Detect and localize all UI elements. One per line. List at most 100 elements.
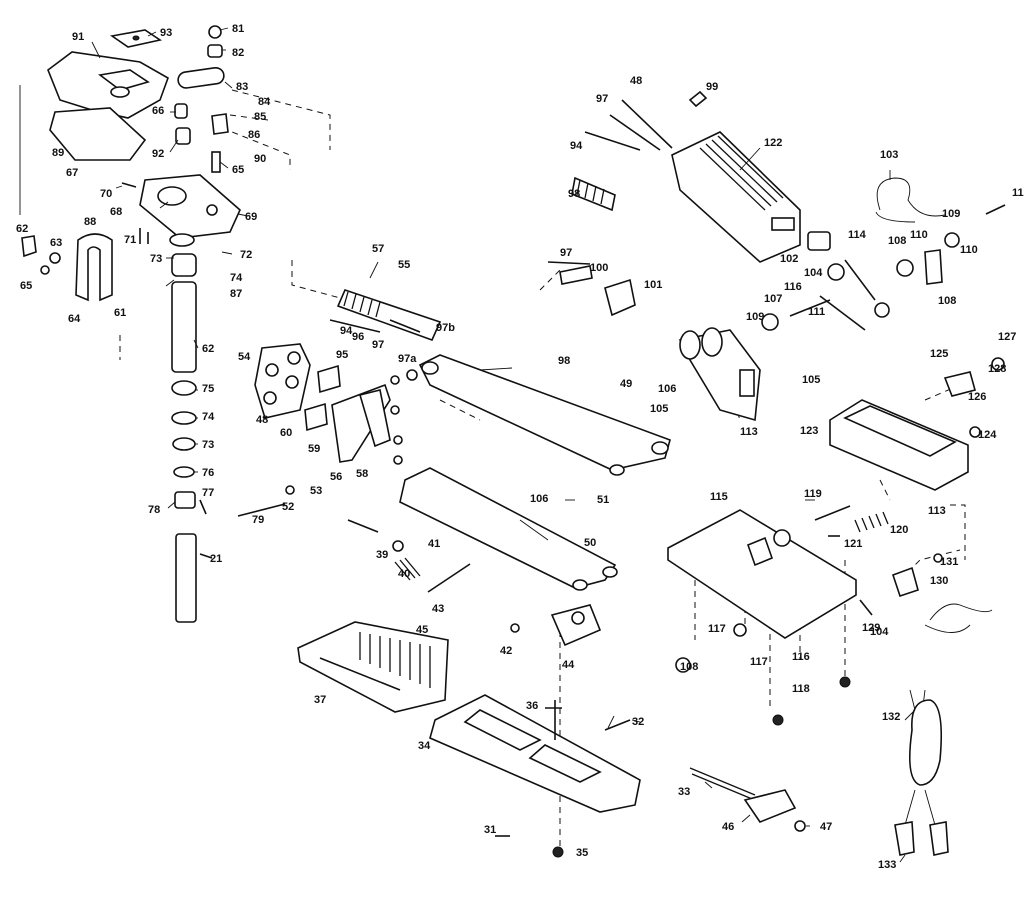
part-callout: 118 (792, 683, 810, 695)
part-callout: 74 (230, 272, 243, 284)
part-callout: 64 (68, 313, 81, 325)
part-callout: 60 (280, 427, 292, 439)
part-callout: 96 (352, 331, 364, 343)
part-callout: 124 (978, 429, 997, 441)
part-callout: 99 (706, 81, 718, 93)
part-callout: 45 (416, 624, 428, 636)
part-callout: 121 (844, 538, 862, 550)
part-callout: 97b (436, 322, 455, 334)
part-callout: 94 (340, 325, 353, 337)
part-callout: 74 (202, 411, 215, 423)
part-callout: 116 (784, 281, 802, 293)
part-callout: 127 (998, 331, 1016, 343)
part-callout: 104 (870, 626, 889, 638)
part-callout: 55 (398, 259, 410, 271)
part-callout: 76 (202, 467, 214, 479)
mount-arm (418, 354, 671, 476)
part-callout: 98 (568, 188, 580, 200)
foot-pedal (829, 357, 1005, 491)
part-callout: 33 (678, 786, 690, 798)
part-callout: 78 (148, 504, 160, 516)
spring-cylinder-assembly (329, 289, 442, 342)
part-callout: 32 (632, 716, 644, 728)
part-callout: 133 (878, 859, 896, 871)
part-callout: 56 (330, 471, 342, 483)
part-callout: 72 (240, 249, 252, 261)
pedal-switch (547, 231, 831, 317)
part-callout: 100 (590, 262, 608, 274)
part-callout: 88 (84, 216, 96, 228)
part-callout: 50 (584, 537, 596, 549)
part-callout: 67 (66, 167, 78, 179)
part-callout: 65 (20, 280, 32, 292)
part-callout: 98 (558, 355, 570, 367)
part-callout: 130 (930, 575, 948, 587)
part-callout: 65 (232, 164, 244, 176)
part-callout: 34 (418, 740, 431, 752)
part-callout: 105 (802, 374, 820, 386)
control-tube-assembly (571, 90, 708, 212)
battery-cable (894, 689, 949, 856)
part-callout: 71 (124, 234, 136, 246)
part-callout: 70 (100, 188, 112, 200)
part-callout: 53 (310, 485, 322, 497)
part-callout: 73 (202, 439, 214, 451)
part-callout: 119 (804, 488, 822, 500)
lower-arm (347, 467, 618, 593)
part-callout: 83 (236, 81, 248, 93)
part-callout: 120 (890, 524, 908, 536)
part-callout: 59 (308, 443, 320, 455)
leader-lines (91, 27, 916, 863)
part-callout: 82 (232, 47, 244, 59)
part-callout: 87 (230, 288, 242, 300)
pulley-assembly (761, 204, 1006, 331)
part-callout: 92 (152, 148, 164, 160)
part-callout: 102 (780, 253, 798, 265)
part-callout: 109 (746, 311, 764, 323)
head-cover (47, 51, 169, 119)
part-callout: 95 (336, 349, 348, 361)
part-callout: 44 (562, 659, 575, 671)
part-callout: 91 (72, 31, 84, 43)
part-callout: 43 (432, 603, 444, 615)
mounting-plate (667, 505, 889, 726)
part-callout: 81 (232, 23, 244, 35)
part-callout: 62 (202, 343, 214, 355)
part-callout: 128 (988, 363, 1006, 375)
part-callout: 107 (764, 293, 782, 305)
part-callout: 97 (596, 93, 608, 105)
part-callout: 63 (50, 237, 62, 249)
part-callout: 110 (960, 244, 978, 256)
part-callout: 37 (314, 694, 326, 706)
part-callout: 117 (750, 656, 768, 668)
part-callout: 122 (764, 137, 782, 149)
part-callout: 112 (1012, 187, 1024, 199)
mounting-bracket (75, 233, 113, 302)
part-callout: 129 (862, 622, 880, 634)
part-callout: 36 (526, 700, 538, 712)
motor-head-assembly (21, 25, 241, 623)
part-callout: 46 (722, 821, 734, 833)
part-callout: 51 (597, 494, 609, 506)
part-callout: 116 (792, 651, 810, 663)
part-callout: 52 (282, 501, 294, 513)
part-callout: 31 (484, 824, 496, 836)
foot-pedal-housing (671, 131, 801, 263)
power-cable-top (875, 177, 946, 223)
part-callout: 94 (570, 140, 583, 152)
rail-comb-bracket (297, 621, 449, 713)
part-callout: 108 (938, 295, 956, 307)
part-callout: 79 (252, 514, 264, 526)
part-callout: 131 (940, 556, 958, 568)
shaft-tube (171, 281, 197, 373)
part-callout: 86 (248, 129, 260, 141)
part-callout: 85 (254, 111, 266, 123)
part-callout: 113 (928, 505, 946, 517)
part-callout: 126 (968, 391, 986, 403)
part-callout: 77 (202, 487, 214, 499)
pedal-bracket (678, 327, 761, 422)
part-callout: 47 (820, 821, 832, 833)
part-callout: 48 (630, 75, 642, 87)
